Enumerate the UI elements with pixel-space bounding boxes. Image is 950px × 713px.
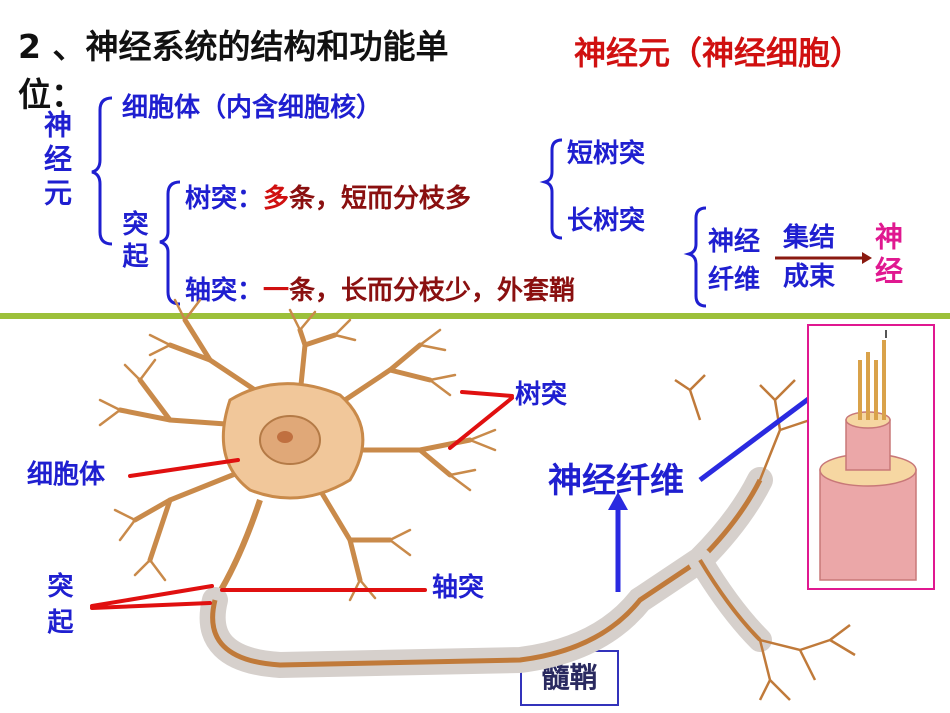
bracket-neuron [92,98,112,244]
section-divider [0,313,950,319]
bracket-dendrite [545,140,562,238]
bracket-fiber-left [689,208,706,306]
bracket-process [160,182,180,304]
